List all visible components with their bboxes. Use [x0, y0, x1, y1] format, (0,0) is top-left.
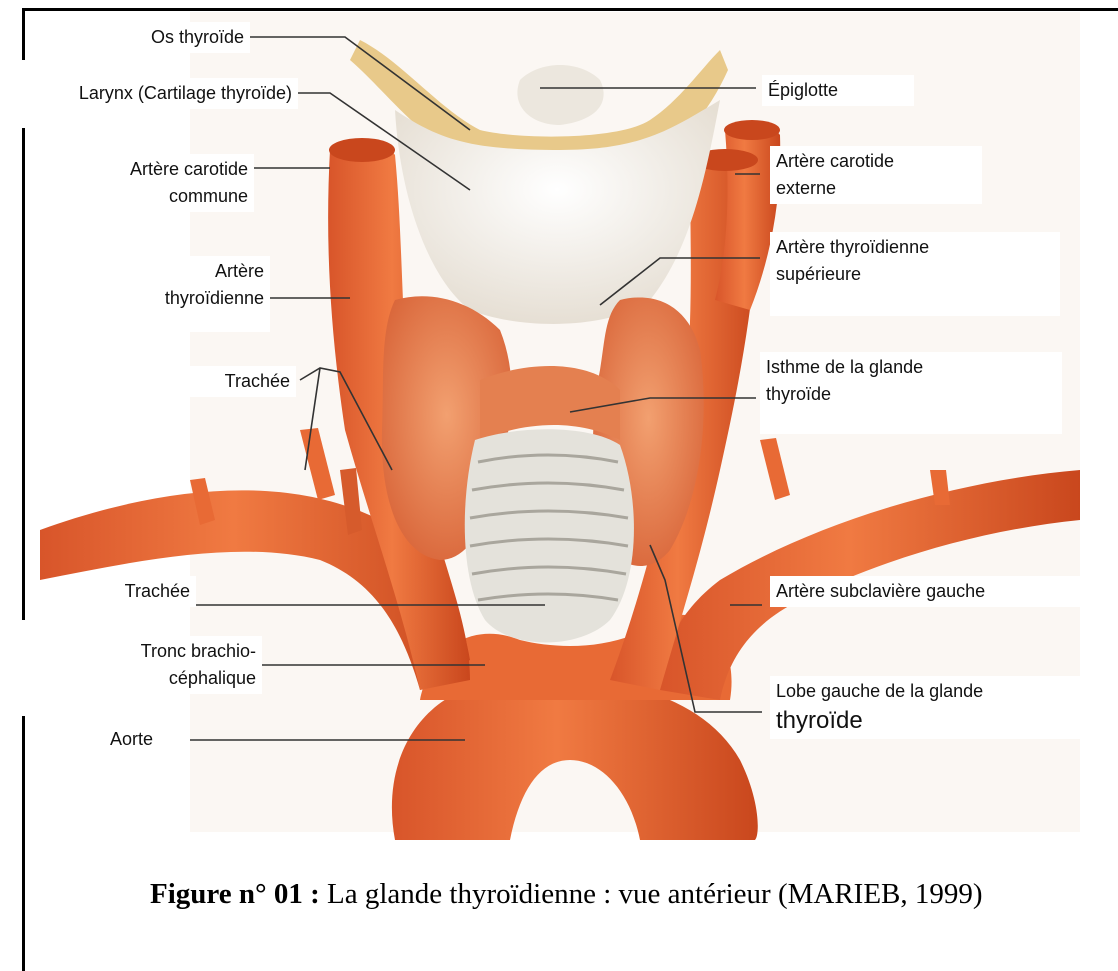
label-isthme: Isthme de la glande thyroïde: [760, 352, 1062, 434]
figure-caption: Figure n° 01 : La glande thyroïdienne : …: [150, 878, 1050, 911]
label-lobe-gauche: Lobe gauche de la glande thyroïde: [770, 676, 1092, 739]
label-aorte: Aorte: [104, 724, 188, 755]
carotide-commune-gauche-top: [329, 138, 395, 162]
caption-text: La glande thyroïdienne : vue antérieur (…: [320, 878, 983, 910]
label-thyroidienne-sup: Artère thyroïdienne supérieure: [770, 232, 1060, 316]
label-epiglotte: Épiglotte: [762, 75, 914, 106]
label-larynx: Larynx (Cartilage thyroïde): [0, 78, 298, 109]
label-tronc-brachiocephalique: Tronc brachio- céphalique: [80, 636, 262, 694]
label-trachee-top: Trachée: [180, 366, 296, 397]
label-subclaviere: Artère subclavière gauche: [770, 576, 1082, 607]
label-thyroidienne-inf: Artère thyroïdienne: [90, 256, 270, 332]
label-os-thyroide: Os thyroïde: [88, 22, 250, 53]
carotide-externe-top: [724, 120, 780, 140]
caption-prefix: Figure n° 01 :: [150, 878, 320, 910]
label-carotide-externe: Artère carotide externe: [770, 146, 982, 204]
label-carotide-commune: Artère carotide commune: [60, 154, 254, 212]
label-trachee-bottom: Trachée: [80, 576, 196, 607]
